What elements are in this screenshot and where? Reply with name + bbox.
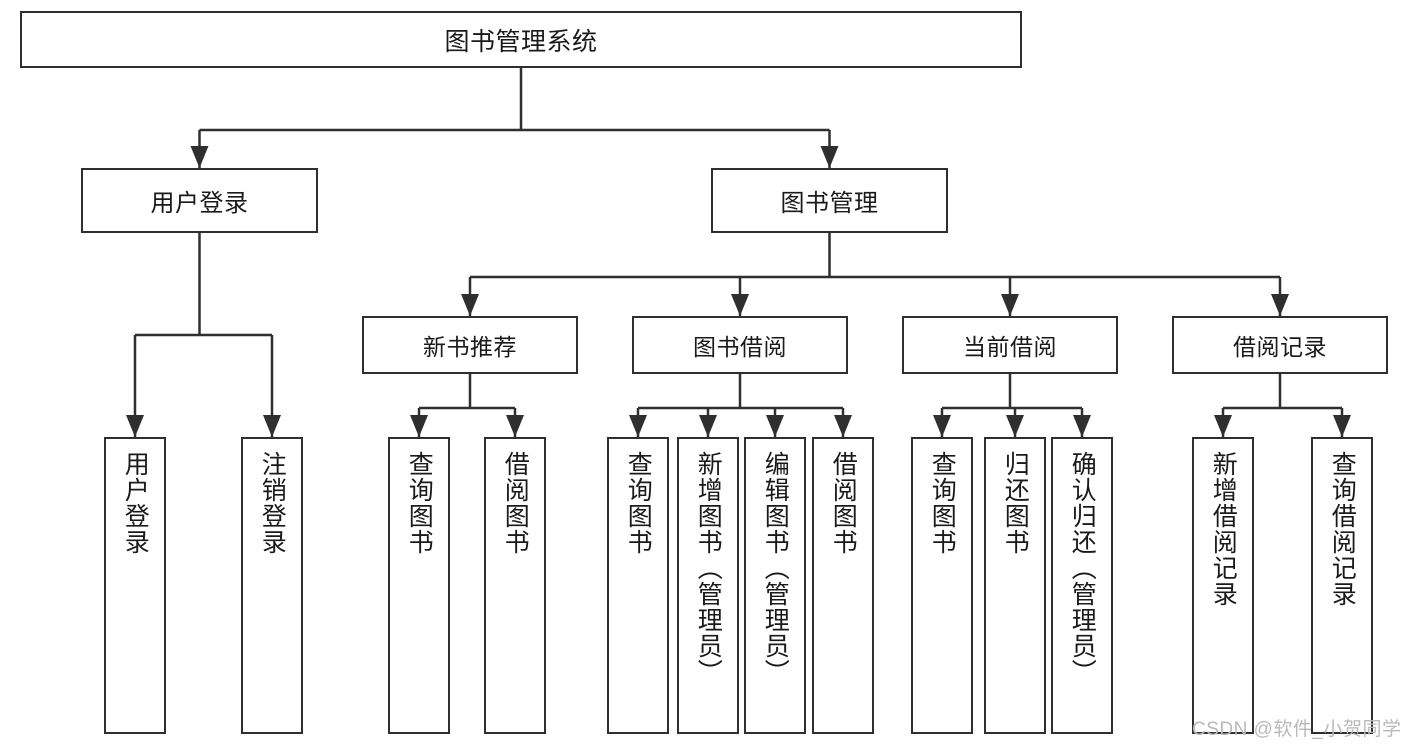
node-leaf-add-record-label: 新增借阅记录 <box>1209 451 1238 607</box>
book-manage-arrow-1 <box>731 294 749 316</box>
node-leaf-borrow-book-2[interactable]: 借阅图书 <box>812 437 874 734</box>
node-leaf-edit-book[interactable]: 编辑图书（管理员） <box>744 437 806 734</box>
node-book-borrow[interactable]: 图书借阅 <box>632 316 848 374</box>
borrow-record-arrow-1 <box>1333 415 1351 437</box>
node-current-borrow[interactable]: 当前借阅 <box>902 316 1118 374</box>
node-leaf-query-record-label: 查询借阅记录 <box>1328 451 1357 607</box>
current-borrow-arrow-1 <box>1006 415 1024 437</box>
node-leaf-confirm-return-label: 确认归还（管理员） <box>1068 451 1097 685</box>
node-leaf-user-login-label: 用户登录 <box>121 451 150 555</box>
node-leaf-edit-book-label: 编辑图书（管理员） <box>761 451 790 685</box>
node-current-borrow-label: 当前借阅 <box>963 334 1057 360</box>
node-borrow-record-label: 借阅记录 <box>1233 334 1327 360</box>
node-user-login[interactable]: 用户登录 <box>81 168 318 233</box>
node-borrow-record[interactable]: 借阅记录 <box>1172 316 1388 374</box>
node-leaf-query-book-3-label: 查询图书 <box>928 451 957 555</box>
new-book-rec-arrow-1 <box>506 415 524 437</box>
node-leaf-user-logout[interactable]: 注销登录 <box>241 437 303 734</box>
current-borrow-arrow-2 <box>1073 415 1091 437</box>
user-login-arrow-1 <box>263 415 281 437</box>
node-leaf-user-login[interactable]: 用户登录 <box>104 437 166 734</box>
node-book-manage[interactable]: 图书管理 <box>711 168 948 233</box>
node-book-manage-label: 图书管理 <box>780 190 879 217</box>
current-borrow-arrow-0 <box>933 415 951 437</box>
node-leaf-borrow-book-1[interactable]: 借阅图书 <box>484 437 546 734</box>
book-manage-arrow-3 <box>1271 294 1289 316</box>
node-leaf-confirm-return[interactable]: 确认归还（管理员） <box>1051 437 1113 734</box>
book-borrow-arrow-0 <box>629 415 647 437</box>
node-leaf-user-logout-label: 注销登录 <box>258 451 287 555</box>
node-leaf-query-book-2-label: 查询图书 <box>624 451 653 555</box>
book-manage-arrow-0 <box>461 294 479 316</box>
node-new-book-rec-label: 新书推荐 <box>423 334 517 360</box>
borrow-record-arrow-0 <box>1214 415 1232 437</box>
node-leaf-query-record[interactable]: 查询借阅记录 <box>1311 437 1373 734</box>
node-leaf-return-book-label: 归还图书 <box>1001 451 1030 555</box>
new-book-rec-arrow-0 <box>410 415 428 437</box>
node-leaf-borrow-book-2-label: 借阅图书 <box>829 451 858 555</box>
node-leaf-query-book-1-label: 查询图书 <box>405 451 434 555</box>
root-arrow-1 <box>820 146 839 168</box>
node-new-book-rec[interactable]: 新书推荐 <box>362 316 578 374</box>
root-arrow-0 <box>190 146 209 168</box>
node-user-login-label: 用户登录 <box>150 190 249 217</box>
node-leaf-add-book[interactable]: 新增图书（管理员） <box>677 437 739 734</box>
node-leaf-add-record[interactable]: 新增借阅记录 <box>1192 437 1254 734</box>
node-leaf-borrow-book-1-label: 借阅图书 <box>501 451 530 555</box>
book-borrow-arrow-2 <box>766 415 784 437</box>
book-borrow-arrow-3 <box>834 415 852 437</box>
book-manage-arrow-2 <box>1001 294 1019 316</box>
node-leaf-add-book-label: 新增图书（管理员） <box>694 451 723 685</box>
node-leaf-query-book-2[interactable]: 查询图书 <box>607 437 669 734</box>
book-borrow-arrow-1 <box>699 415 717 437</box>
node-root[interactable]: 图书管理系统 <box>20 11 1022 68</box>
user-login-arrow-0 <box>126 415 144 437</box>
node-root-label: 图书管理系统 <box>444 27 598 56</box>
node-book-borrow-label: 图书借阅 <box>693 334 787 360</box>
node-leaf-return-book[interactable]: 归还图书 <box>984 437 1046 734</box>
node-leaf-query-book-1[interactable]: 查询图书 <box>388 437 450 734</box>
node-leaf-query-book-3[interactable]: 查询图书 <box>911 437 973 734</box>
